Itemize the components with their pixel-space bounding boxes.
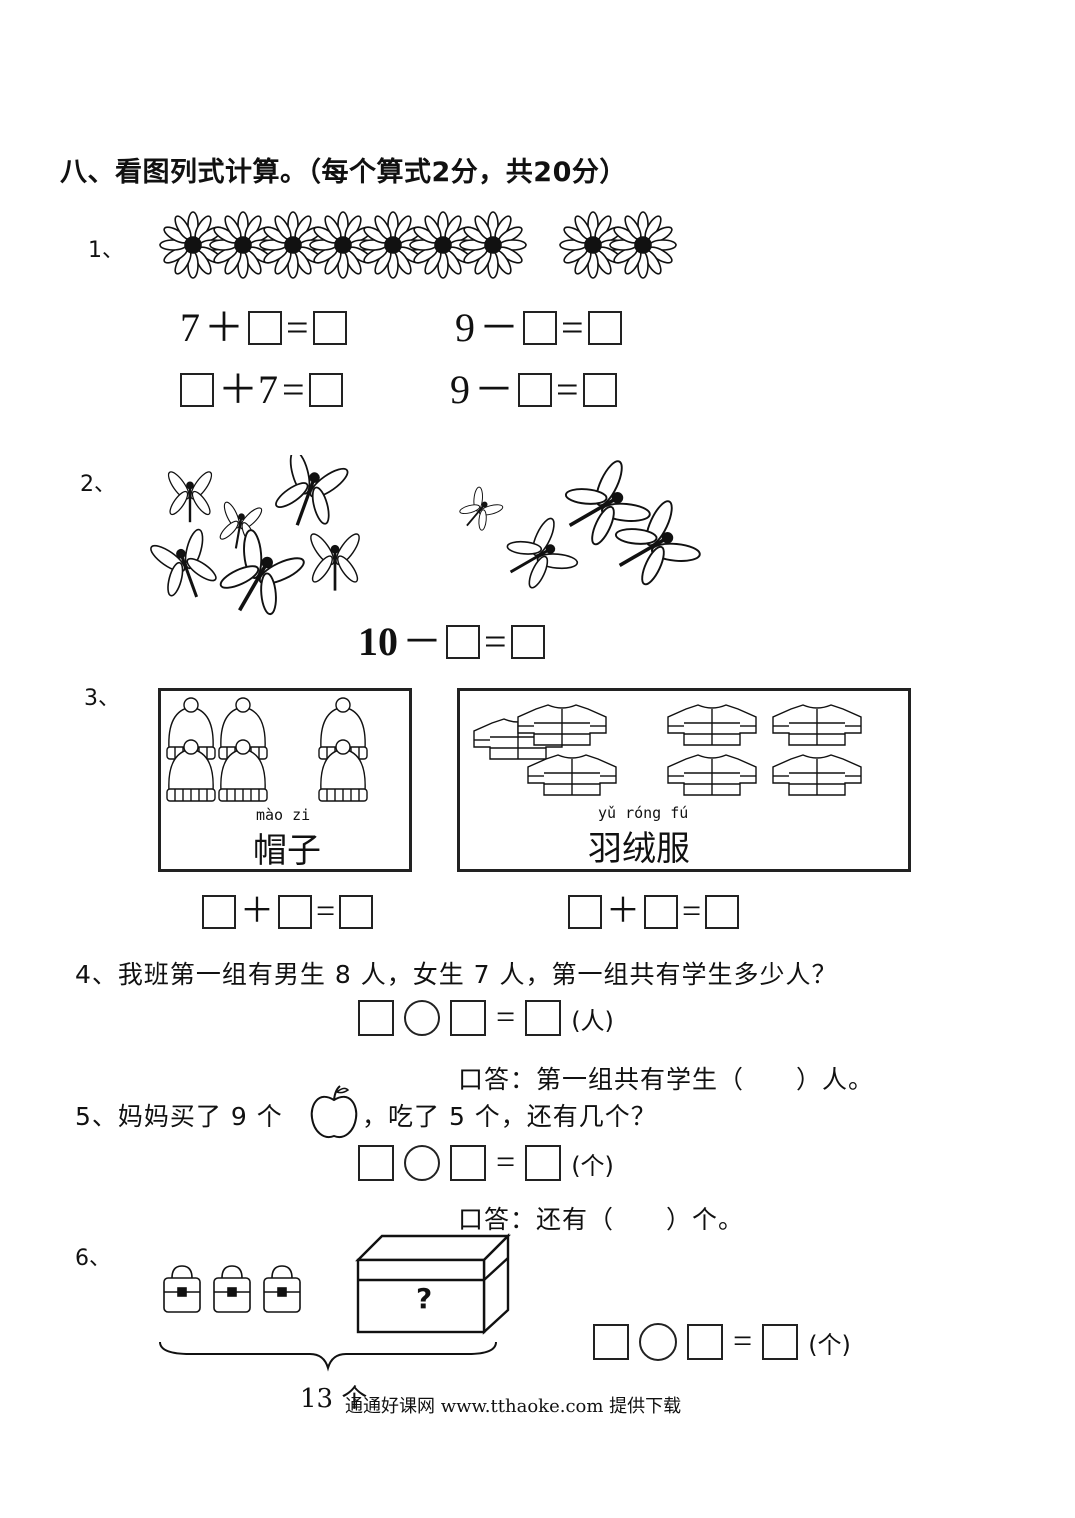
q3-equation-left: ＋ = — [202, 893, 374, 930]
answer-box[interactable] — [593, 1324, 629, 1360]
equals-sign: = — [682, 893, 702, 930]
number: 9 — [450, 367, 470, 412]
operator: ＋ — [240, 893, 274, 930]
answer-box[interactable] — [644, 895, 678, 929]
bags-and-box-illustration — [159, 1233, 511, 1372]
question-2-number: 2、 — [80, 472, 116, 497]
answer-box[interactable] — [705, 895, 740, 929]
question-5-text-b: ，吃了 5 个，还有几个？ — [362, 1102, 657, 1131]
equals-sign: = — [496, 1144, 516, 1181]
answer-box[interactable] — [180, 373, 214, 407]
q5-equation: = (个) — [358, 1145, 614, 1181]
answer-box[interactable] — [450, 1145, 486, 1181]
answer-box[interactable] — [446, 625, 480, 659]
q1-equation-4: 9 － = — [450, 370, 617, 410]
unit-label: (个) — [808, 1330, 851, 1359]
equals-sign: = — [561, 305, 584, 350]
operator: － — [479, 305, 519, 350]
apple-icon — [310, 1085, 358, 1138]
q1-equation-2: 9 － = — [455, 308, 622, 348]
answer-box[interactable] — [278, 895, 312, 929]
number: 7 — [180, 305, 200, 350]
equals-sign: = — [484, 619, 507, 664]
operator-circle[interactable] — [404, 1145, 440, 1181]
answer-box[interactable] — [358, 1000, 394, 1036]
question-1-number: 1、 — [88, 238, 124, 263]
answer-box[interactable] — [308, 373, 343, 407]
answer-box[interactable] — [202, 895, 236, 929]
hats-panel: mào zi 帽子 — [158, 688, 412, 872]
box-question-mark: ? — [416, 1282, 433, 1315]
answer-box[interactable] — [582, 373, 617, 407]
operator: ＋ — [606, 893, 640, 930]
section-title: 八、看图列式计算。（每个算式2分，共20分） — [60, 157, 627, 188]
unit-label: (个) — [571, 1151, 614, 1180]
number: 10 — [358, 619, 398, 664]
equals-sign: = — [496, 999, 516, 1036]
answer-box[interactable] — [339, 895, 374, 929]
equals-sign: = — [316, 893, 336, 930]
equals-sign: = — [286, 305, 309, 350]
answer-box[interactable] — [568, 895, 602, 929]
answer-box[interactable] — [762, 1324, 799, 1360]
equals-sign: = — [733, 1323, 753, 1360]
unit-label: (人) — [571, 1006, 614, 1035]
equals-sign: = — [556, 367, 579, 412]
answer-box[interactable] — [510, 625, 545, 659]
flowers-illustration — [159, 211, 677, 279]
answer-box[interactable] — [248, 311, 282, 345]
operator: － — [474, 367, 514, 412]
answer-box[interactable] — [587, 311, 622, 345]
question-6-number: 6、 — [75, 1246, 111, 1271]
q3-equation-right: ＋ = — [568, 893, 740, 930]
equals-sign: = — [282, 367, 305, 412]
question-3-number: 3、 — [84, 686, 120, 711]
q6-equation: = (个) — [593, 1323, 851, 1361]
q1-equation-3: ＋7 = — [180, 370, 343, 410]
answer-box[interactable] — [525, 1000, 562, 1036]
answer-box[interactable] — [450, 1000, 486, 1036]
operator-circle[interactable] — [639, 1323, 677, 1361]
hats-label: 帽子 — [253, 831, 321, 871]
q2-equation: 10 － = — [358, 622, 545, 662]
operator-number: ＋7 — [218, 367, 278, 412]
jackets-panel: yǔ róng fú 羽绒服 — [457, 688, 911, 872]
dragonflies-illustration — [145, 455, 705, 625]
footer-credit: 通通好课网 www.tthaoke.com 提供下载 — [345, 1396, 682, 1417]
answer-box[interactable] — [312, 311, 347, 345]
q1-equation-1: 7 ＋ = — [180, 308, 347, 348]
answer-box[interactable] — [518, 373, 552, 407]
q5-answer-line: 口答：还有（ ）个。 — [458, 1205, 745, 1234]
operator: － — [402, 619, 442, 664]
answer-box[interactable] — [523, 311, 557, 345]
question-4-text: 4、我班第一组有男生 8 人，女生 7 人，第一组共有学生多少人？ — [75, 960, 838, 989]
answer-box[interactable] — [358, 1145, 394, 1181]
q4-equation: = (人) — [358, 1000, 614, 1036]
q4-answer-line: 口答：第一组共有学生（ ）人。 — [458, 1065, 875, 1094]
down-jackets-illustration — [473, 704, 862, 796]
operator: ＋ — [204, 305, 244, 350]
hats-illustration — [166, 697, 368, 802]
question-5-text-a: 5、妈妈买了 9 个 — [75, 1102, 283, 1131]
jackets-pinyin: yǔ róng fú — [598, 804, 689, 822]
jackets-label: 羽绒服 — [588, 829, 690, 869]
q6-total-label: 13 个 — [300, 1384, 368, 1414]
answer-box[interactable] — [525, 1145, 562, 1181]
number: 9 — [455, 305, 475, 350]
answer-box[interactable] — [687, 1324, 723, 1360]
hats-pinyin: mào zi — [256, 806, 311, 824]
operator-circle[interactable] — [404, 1000, 440, 1036]
